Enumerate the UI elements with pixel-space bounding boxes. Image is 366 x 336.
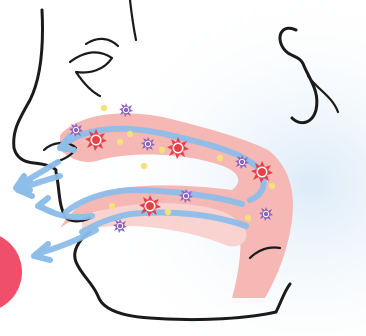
yellow-dot-icon: [165, 209, 171, 215]
yellow-dot-icon: [109, 203, 115, 209]
yellow-dot-icon: [117, 139, 123, 145]
yellow-dot-icon: [217, 155, 223, 161]
yellow-dot-icon: [159, 147, 165, 153]
yellow-dot-icon: [269, 183, 275, 189]
yellow-dot-icon: [101, 105, 107, 111]
yellow-dot-icon: [245, 215, 251, 221]
yellow-dot-icon: [141, 163, 147, 169]
yellow-dot-icon: [127, 131, 133, 137]
